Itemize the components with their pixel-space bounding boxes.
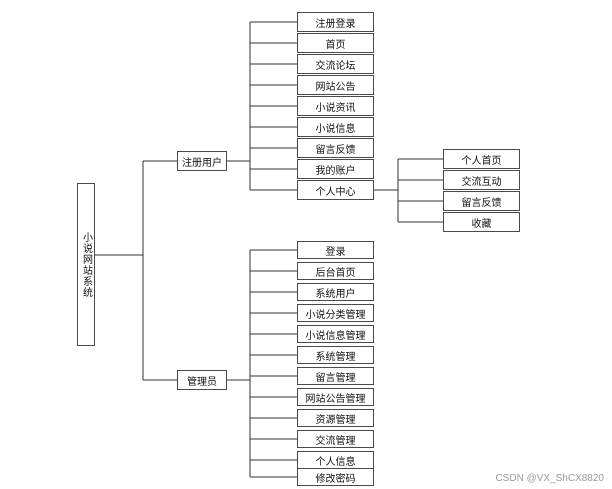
admin-item-3: 小说分类管理 bbox=[297, 304, 374, 322]
personal-center-item-0: 个人首页 bbox=[443, 149, 520, 169]
watermark: CSDN @VX_ShCX8820 bbox=[495, 473, 604, 484]
personal-center-item-1: 交流互动 bbox=[443, 170, 520, 190]
admin-item-1: 后台首页 bbox=[297, 262, 374, 280]
admin-item-9: 交流管理 bbox=[297, 430, 374, 448]
admin-item-10: 个人信息 bbox=[297, 451, 374, 469]
user-item-1: 首页 bbox=[297, 33, 374, 53]
admin-item-6: 留言管理 bbox=[297, 367, 374, 385]
admin-item-0: 登录 bbox=[297, 241, 374, 259]
admin-item-8: 资源管理 bbox=[297, 409, 374, 427]
personal-center-item-2: 留言反馈 bbox=[443, 191, 520, 211]
admin-item-11: 修改密码 bbox=[297, 468, 374, 486]
personal-center-item-3: 收藏 bbox=[443, 212, 520, 232]
user-item-4: 小说资讯 bbox=[297, 96, 374, 116]
node-registered-user: 注册用户 bbox=[177, 151, 227, 171]
user-item-7: 我的账户 bbox=[297, 159, 374, 179]
admin-item-5: 系统管理 bbox=[297, 346, 374, 364]
admin-item-2: 系统用户 bbox=[297, 283, 374, 301]
admin-item-4: 小说信息管理 bbox=[297, 325, 374, 343]
user-item-2: 交流论坛 bbox=[297, 54, 374, 74]
admin-item-7: 网站公告管理 bbox=[297, 388, 374, 406]
user-item-5: 小说信息 bbox=[297, 117, 374, 137]
user-item-3: 网站公告 bbox=[297, 75, 374, 95]
node-admin: 管理员 bbox=[177, 370, 227, 390]
user-item-6: 留言反馈 bbox=[297, 138, 374, 158]
user-item-8: 个人中心 bbox=[297, 180, 374, 200]
user-item-0: 注册登录 bbox=[297, 12, 374, 32]
root-node-novel-website-system: 小说网站系统 bbox=[77, 183, 95, 346]
